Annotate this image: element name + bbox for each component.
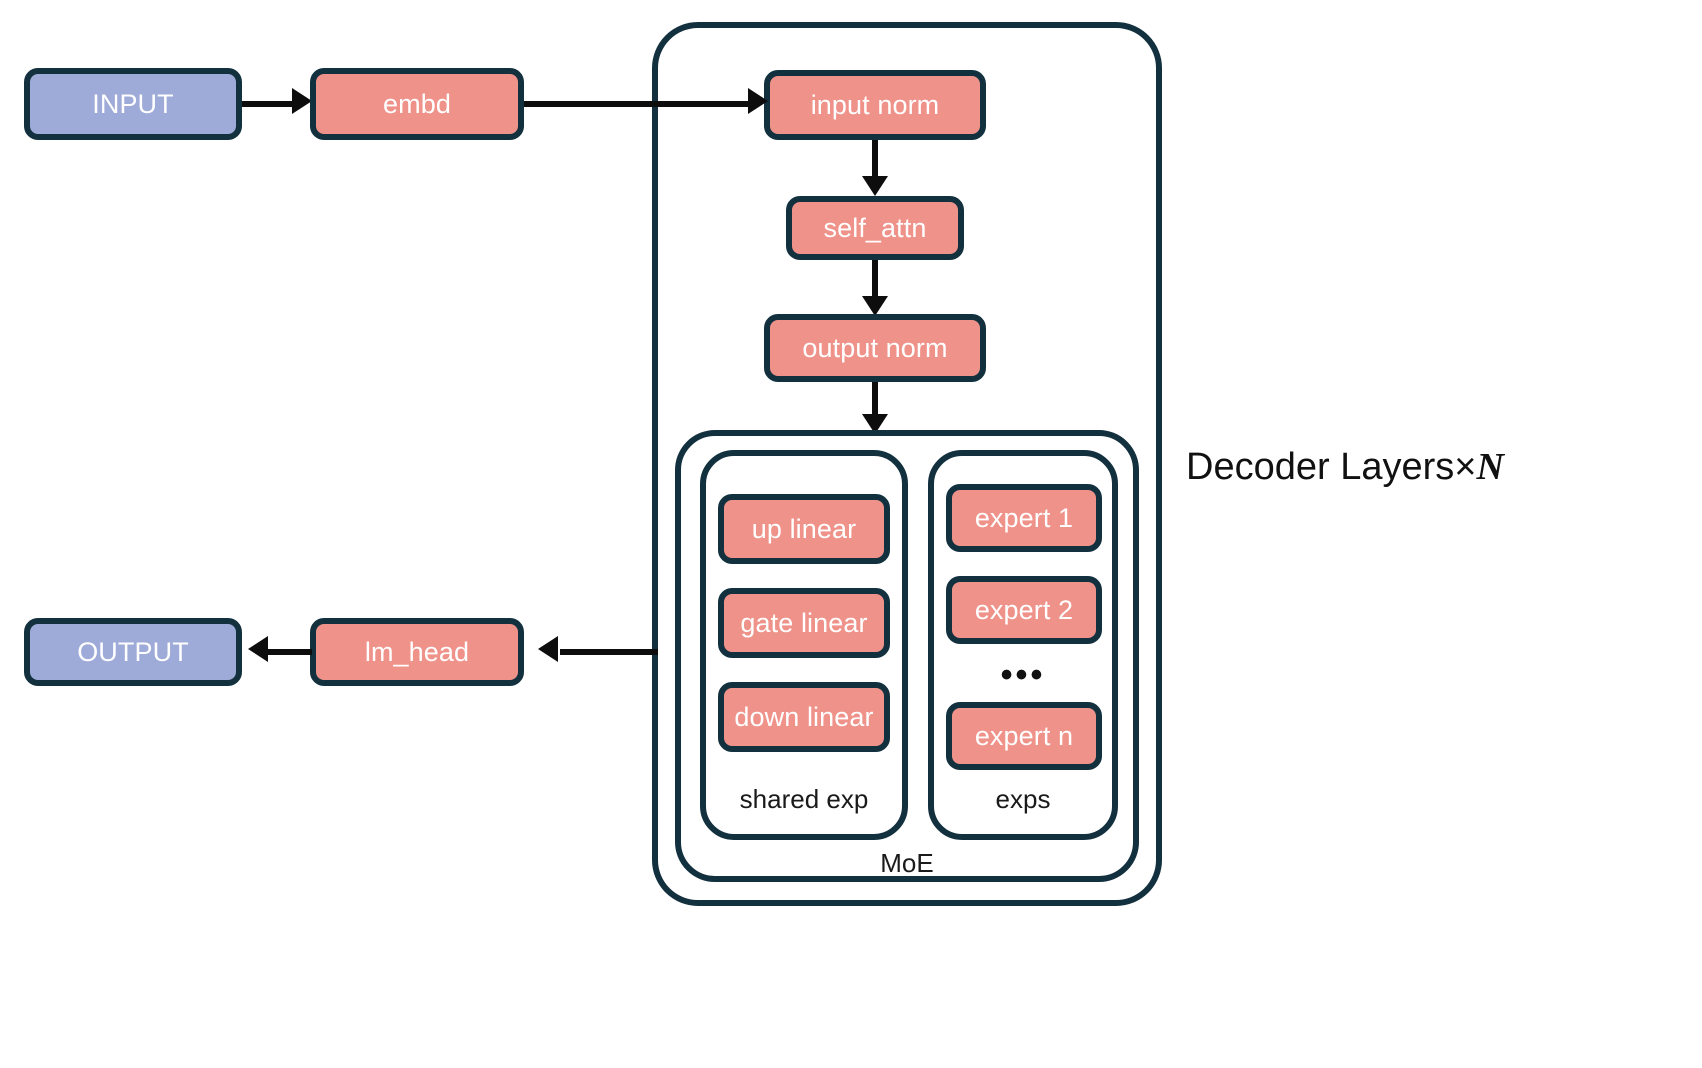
node-expert-1[interactable]: expert 1 <box>946 484 1102 552</box>
edge-embd-to-inputnorm-arrowhead <box>748 88 768 114</box>
edge-inputnorm-to-selfattn-line <box>872 140 878 184</box>
edge-inputnorm-to-selfattn-arrowhead <box>862 176 888 196</box>
node-input-norm-label: input norm <box>810 89 940 120</box>
edge-outputnorm-to-moe-arrowhead <box>862 414 888 434</box>
node-up-linear-label: up linear <box>751 513 857 544</box>
edge-embd-to-inputnorm-line <box>524 101 754 107</box>
node-self-attn[interactable]: self_attn <box>786 196 964 260</box>
edge-input-to-embd-line <box>242 101 296 107</box>
node-down-linear-label: down linear <box>734 701 874 732</box>
node-lm-head[interactable]: lm_head <box>310 618 524 686</box>
decoder-layers-caption-n: N <box>1476 446 1504 488</box>
edge-input-to-embd-arrowhead <box>292 88 312 114</box>
node-output-norm-label: output norm <box>802 332 948 363</box>
node-expert-n-label: expert n <box>974 720 1074 751</box>
node-embd-label: embd <box>383 88 451 119</box>
node-expert-1-label: expert 1 <box>974 502 1074 533</box>
node-expert-n[interactable]: expert n <box>946 702 1102 770</box>
edge-decoder-to-lmhead-arrowhead <box>538 636 558 662</box>
experts-container <box>928 450 1118 840</box>
decoder-layers-caption-text: Decoder Layers× <box>1186 446 1477 488</box>
shared-expert-label: shared exp <box>739 784 869 814</box>
edge-outputnorm-to-moe-line <box>872 382 878 426</box>
moe-container <box>675 430 1139 882</box>
edge-selfattn-to-outputnorm-line <box>872 260 878 304</box>
node-expert-2-label: expert 2 <box>974 594 1074 625</box>
node-down-linear[interactable]: down linear <box>718 682 890 752</box>
moe-label: MoE <box>880 848 934 878</box>
node-gate-linear-label: gate linear <box>740 607 868 638</box>
node-lm-head-label: lm_head <box>364 636 470 667</box>
node-output[interactable]: OUTPUT <box>24 618 242 686</box>
shared-expert-container <box>700 450 908 840</box>
edge-lmhead-to-output-arrowhead <box>248 636 268 662</box>
node-embd[interactable]: embd <box>310 68 524 140</box>
decoder-layers-container <box>652 22 1162 906</box>
node-gate-linear[interactable]: gate linear <box>718 588 890 658</box>
edge-lmhead-to-output-line <box>268 649 312 655</box>
node-input[interactable]: INPUT <box>24 68 242 140</box>
node-input-norm[interactable]: input norm <box>764 70 986 140</box>
node-expert-2[interactable]: expert 2 <box>946 576 1102 644</box>
node-self-attn-label: self_attn <box>823 212 927 243</box>
edge-selfattn-to-outputnorm-arrowhead <box>862 296 888 316</box>
edge-decoder-to-lmhead-line <box>560 649 658 655</box>
decoder-layers-caption: Decoder Layers×N <box>1186 448 1504 486</box>
experts-label: exps <box>995 784 1051 814</box>
experts-ellipsis: ••• <box>1000 656 1046 694</box>
node-output-norm[interactable]: output norm <box>764 314 986 382</box>
node-input-label: INPUT <box>92 88 174 119</box>
node-output-label: OUTPUT <box>77 636 189 667</box>
node-up-linear[interactable]: up linear <box>718 494 890 564</box>
